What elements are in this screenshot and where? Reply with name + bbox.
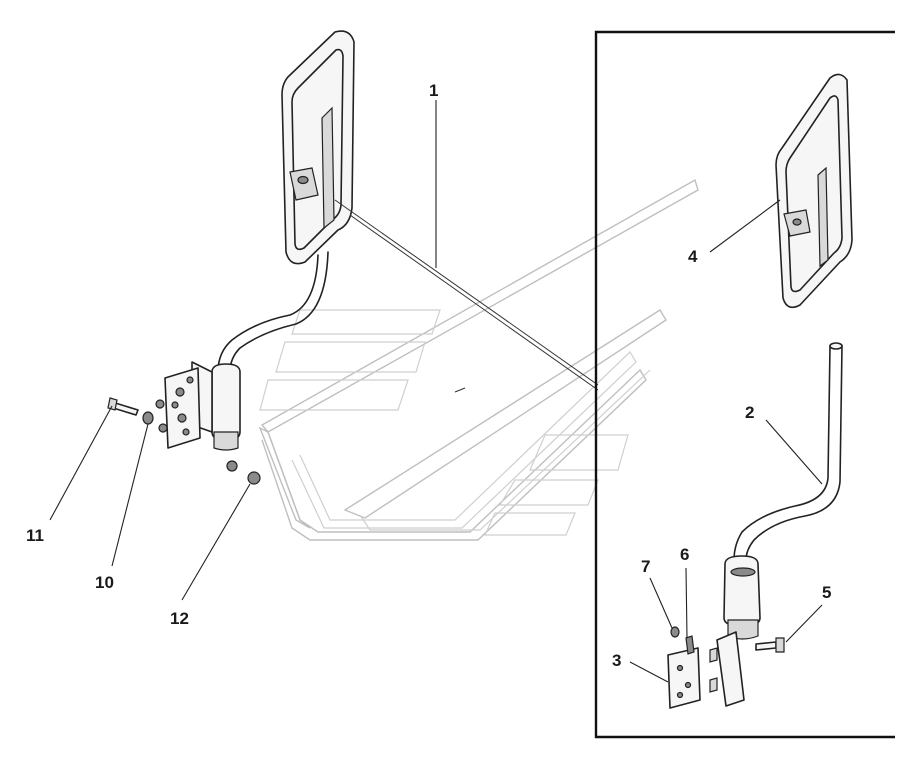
left-mirror-assembly <box>155 30 599 451</box>
callout-7: 7 <box>641 557 650 576</box>
callout-11: 11 <box>26 526 44 545</box>
callout-labels: 1 2 3 4 5 6 7 10 11 12 <box>26 81 831 670</box>
callout-1: 1 <box>429 81 438 100</box>
callout-5: 5 <box>822 583 831 602</box>
leader-lines <box>49 100 823 683</box>
callout-12: 12 <box>170 609 189 628</box>
detail-frame <box>594 30 895 739</box>
callout-4: 4 <box>688 247 698 266</box>
left-fasteners <box>107 397 261 485</box>
callout-3: 3 <box>612 651 621 670</box>
cab-outline <box>258 178 699 541</box>
mounting-bracket <box>667 626 745 709</box>
callout-2: 2 <box>745 403 754 422</box>
callout-6: 6 <box>680 545 689 564</box>
mirror-head <box>775 73 853 309</box>
bolt-5 <box>755 637 785 653</box>
callout-10: 10 <box>95 573 114 592</box>
